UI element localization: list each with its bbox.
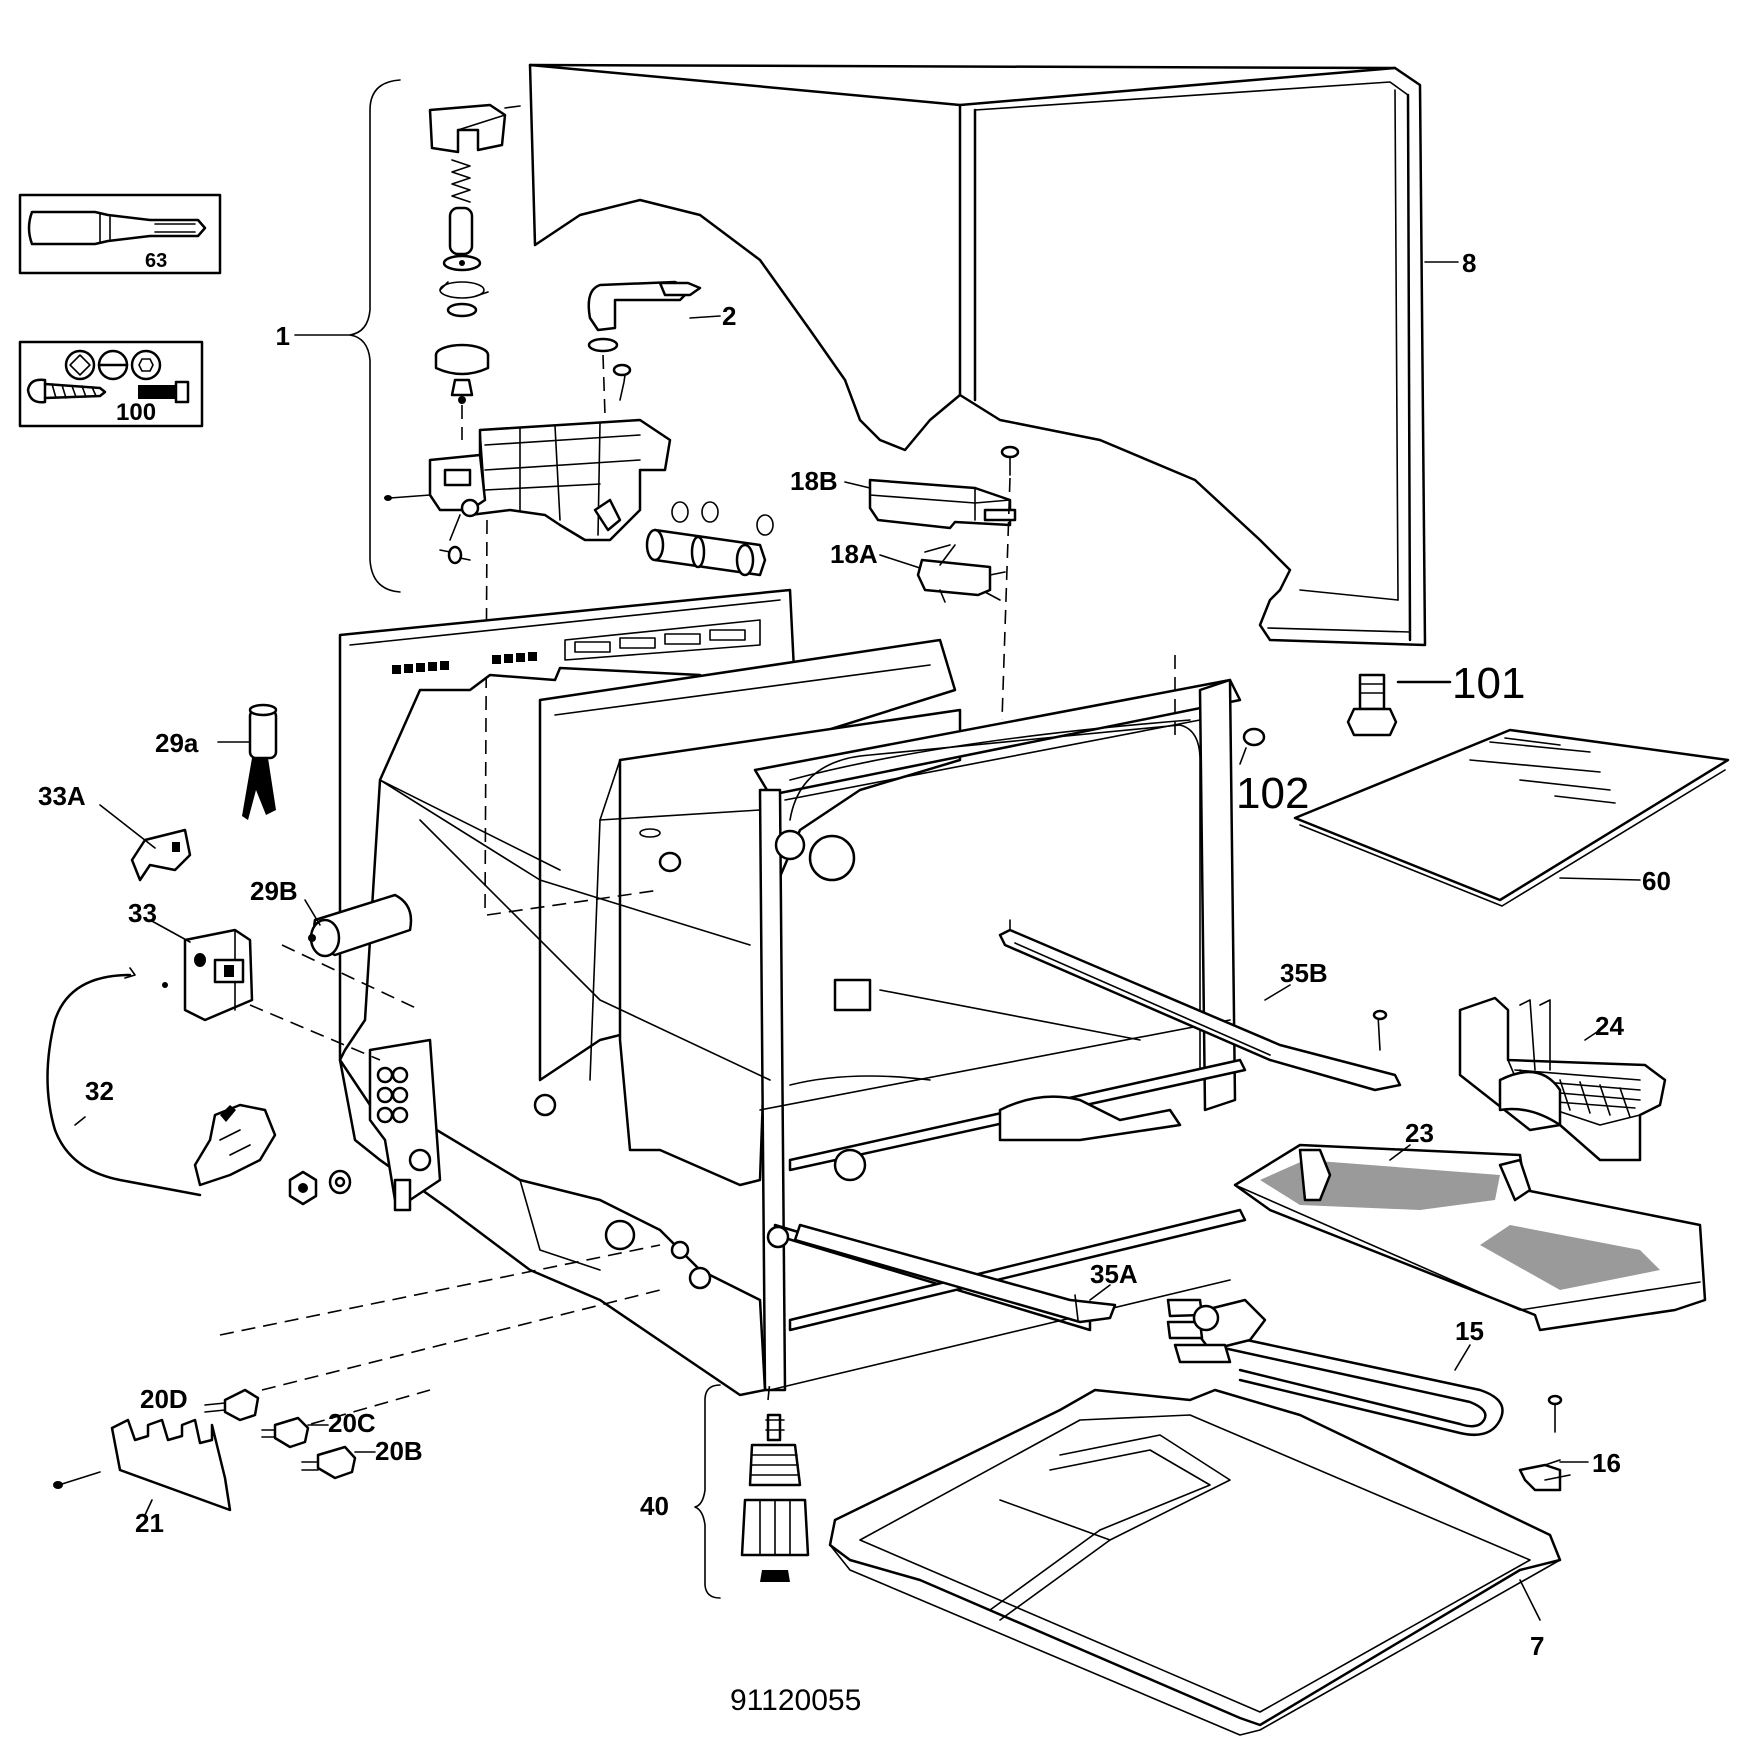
callout-63-label: 63: [145, 250, 167, 272]
callout-102-label: 102: [1236, 769, 1309, 818]
callout-20D-label: 20D: [140, 1384, 188, 1414]
callout-60-label: 60: [1642, 866, 1671, 896]
base-tray-part-7: 7: [828, 1388, 1562, 1736]
callout-1-label: 1: [276, 321, 290, 351]
callout-33-label: 33: [128, 898, 157, 928]
tub-frame: [338, 588, 1247, 1397]
callout-7-label: 7: [1530, 1631, 1544, 1661]
rail-part-35B: 35B: [998, 919, 1402, 1092]
toolbox-part-63: 63: [18, 193, 222, 275]
callout-101-label: 101: [1452, 659, 1525, 708]
callout-33A-label: 33A: [38, 781, 86, 811]
part-29a: 29a: [155, 703, 278, 820]
callout-2-label: 2: [722, 301, 736, 331]
connector-part-20D: 20D: [140, 1384, 260, 1422]
callout-23-label: 23: [1405, 1118, 1434, 1148]
mains-cable-part-32: 32: [46, 967, 277, 1197]
foot-part-40: 40: [640, 1384, 810, 1599]
screw-top-right: [1000, 445, 1020, 721]
nuts-left: [288, 1169, 352, 1206]
callout-24-label: 24: [1595, 1011, 1624, 1041]
dispenser-assembly-part-1: 1: [276, 79, 774, 916]
callout-100-label: 100: [116, 399, 156, 426]
screws-box-part-100: 100: [18, 340, 204, 428]
part-33A: 33A: [38, 781, 192, 882]
document-number: 91120055: [730, 1684, 861, 1717]
callout-18A-label: 18A: [830, 539, 878, 569]
rail-part-35A: 35A: [793, 1223, 1138, 1324]
switch-part-18B: 18B: [790, 466, 1017, 530]
callout-21-label: 21: [135, 1508, 164, 1538]
basket-part-24: 24: [1458, 996, 1667, 1162]
callout-15-label: 15: [1455, 1316, 1484, 1346]
ring-part-102: 102: [1236, 727, 1309, 818]
callout-20C-label: 20C: [328, 1408, 376, 1438]
callout-16-label: 16: [1592, 1448, 1621, 1478]
connector-part-20C: 20C: [261, 1408, 376, 1449]
callout-29B-label: 29B: [250, 876, 298, 906]
callout-29a-label: 29a: [155, 728, 199, 758]
callout-8: 8: [1424, 248, 1476, 278]
callout-18B-label: 18B: [790, 466, 838, 496]
callout-35B-label: 35B: [1280, 958, 1328, 988]
heater-part-15: 15: [1166, 1298, 1504, 1437]
top-cover-part-8: [528, 63, 1427, 647]
guide-lines: [219, 655, 1176, 1431]
capacitor-part-29B: 29B: [250, 876, 413, 958]
bracket-part-21: 21: [53, 1418, 232, 1538]
tray-part-23: 23: [1233, 1118, 1707, 1332]
switch-part-18A: 18A: [830, 539, 1006, 603]
callout-32-label: 32: [85, 1076, 114, 1106]
callout-35A-label: 35A: [1090, 1259, 1138, 1289]
connector-part-20B: 20B: [301, 1436, 423, 1480]
manual-part-60: 60: [1293, 728, 1730, 907]
callout-40-label: 40: [640, 1491, 669, 1521]
callout-8-label: 8: [1462, 248, 1476, 278]
callout-20B-label: 20B: [375, 1436, 423, 1466]
bolt-part-101: 101: [1346, 659, 1525, 737]
clip-part-16: 16: [1518, 1394, 1621, 1492]
terminal-block-part-33: 33: [128, 898, 254, 1022]
